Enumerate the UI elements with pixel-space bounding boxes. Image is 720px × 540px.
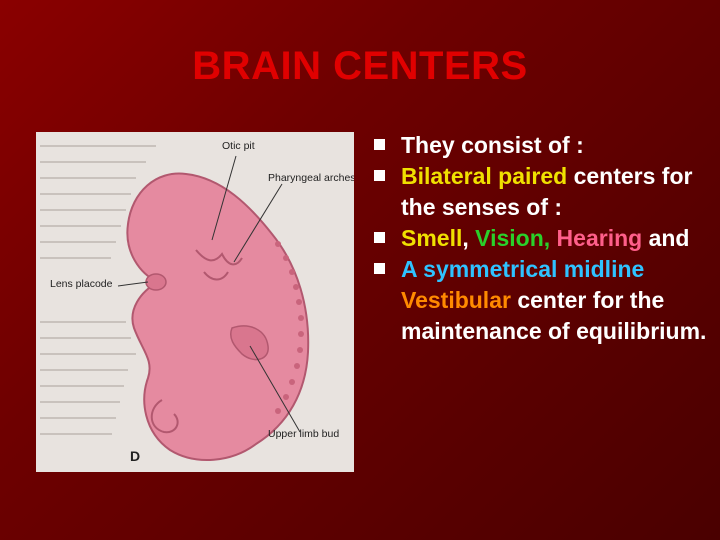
bullet-text: center for the maintenance of equilibriu…: [401, 287, 707, 344]
bullet-text: and: [642, 225, 690, 251]
bullet-text-midline: A symmetrical midline: [401, 256, 645, 282]
square-bullet-icon: [374, 139, 385, 150]
slide-title: BRAIN CENTERS: [192, 44, 528, 88]
embryo-figure: Otic pit Pharyngeal arches Lens placode …: [36, 132, 354, 472]
lens-placode-shape: [145, 273, 167, 291]
pharyngeal-arches-label: Pharyngeal arches: [268, 172, 354, 184]
bullet-item: Smell, Vision, Hearing and: [372, 223, 712, 254]
bullet-list: They consist of : Bilateral paired cente…: [372, 130, 712, 347]
bullet-text-vestibular: Vestibular: [401, 287, 511, 313]
bullet-text-highlight: Bilateral paired: [401, 163, 568, 189]
lens-placode-label: Lens placode: [50, 278, 113, 290]
bullet-text: ,: [462, 225, 476, 251]
bullet-text: centers for the senses of :: [401, 163, 693, 220]
embryo-illustration: [40, 145, 310, 461]
panel-letter: D: [130, 448, 141, 464]
background-text-lines: [40, 145, 156, 435]
bullet-item: They consist of :: [372, 130, 712, 161]
square-bullet-icon: [374, 263, 385, 274]
bullet-item: Bilateral paired centers for the senses …: [372, 161, 712, 223]
bullet-item: A symmetrical midline Vestibular center …: [372, 254, 712, 347]
bullet-text-smell: Smell: [401, 225, 463, 251]
square-bullet-icon: [374, 232, 385, 243]
square-bullet-icon: [374, 170, 385, 181]
leader-lines: [117, 155, 301, 433]
bullet-text-vision: Vision,: [475, 225, 551, 251]
embryo-body: [126, 172, 310, 461]
somites: [275, 241, 304, 414]
pharyngeal-arches-shape: [195, 249, 243, 281]
upper-limb-bud-shape: [230, 325, 269, 361]
bullet-text-hearing: Hearing: [556, 225, 643, 251]
tail-shape: [150, 399, 179, 434]
otic-pit-label: Otic pit: [222, 140, 255, 152]
bullet-text: They consist of :: [401, 132, 584, 158]
upper-limb-bud-label: Upper limb bud: [268, 428, 340, 440]
